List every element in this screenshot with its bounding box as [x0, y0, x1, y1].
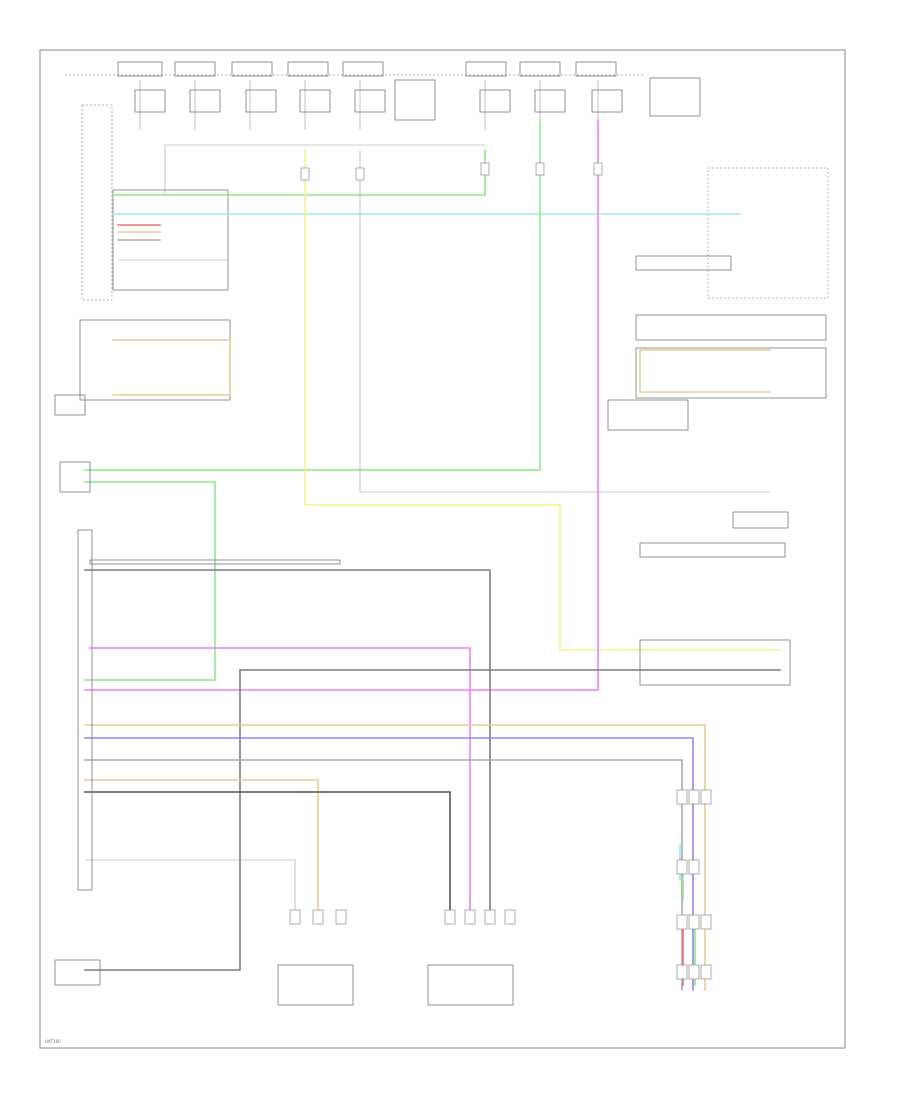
left-ecu-module	[54, 461, 341, 986]
right-top-module	[607, 167, 829, 431]
right-mid-connectors	[639, 511, 791, 686]
wire-magenta-1	[84, 119, 599, 691]
wire-tan-3	[84, 779, 319, 921]
fuse-drops	[134, 79, 623, 130]
fuse-block-5	[342, 61, 384, 77]
wire-green-2	[84, 119, 541, 471]
wire-thin-gray	[359, 150, 770, 493]
wire-green-1	[112, 149, 486, 196]
wire-gray-2	[84, 759, 683, 991]
wire-dark-2	[84, 569, 491, 921]
wire-green-3	[84, 481, 216, 681]
fuse-block-4	[287, 61, 329, 77]
wires	[84, 119, 781, 991]
top-fuse-row	[117, 61, 701, 117]
wire-blue-1	[84, 737, 694, 991]
fuse-block-7	[519, 61, 561, 77]
wire-dark-5	[84, 791, 451, 921]
wire-dark-4	[84, 669, 241, 971]
connector-ticks	[300, 162, 603, 181]
right-headlamp-connector	[427, 964, 514, 1006]
fuse-block-1	[117, 61, 163, 77]
wire-tan-loop-left	[112, 339, 231, 396]
wire-yellow-1	[304, 149, 781, 651]
wire-tan-2	[84, 724, 706, 991]
fuse-block-9	[649, 77, 701, 117]
bottom-components	[277, 789, 712, 1006]
left-headlamp-connector	[277, 964, 354, 1006]
wire-thin-2	[85, 859, 296, 920]
fuse-block-3	[231, 61, 273, 77]
wire-tan-loop-right	[639, 349, 771, 393]
footer-code: UXT100	[45, 1039, 61, 1044]
wire-magenta-2	[89, 647, 471, 921]
diagram-frame	[39, 49, 846, 1049]
fuse-block-6	[465, 61, 507, 77]
fuse-block-8	[575, 61, 617, 77]
fuse-block-2	[174, 61, 216, 77]
